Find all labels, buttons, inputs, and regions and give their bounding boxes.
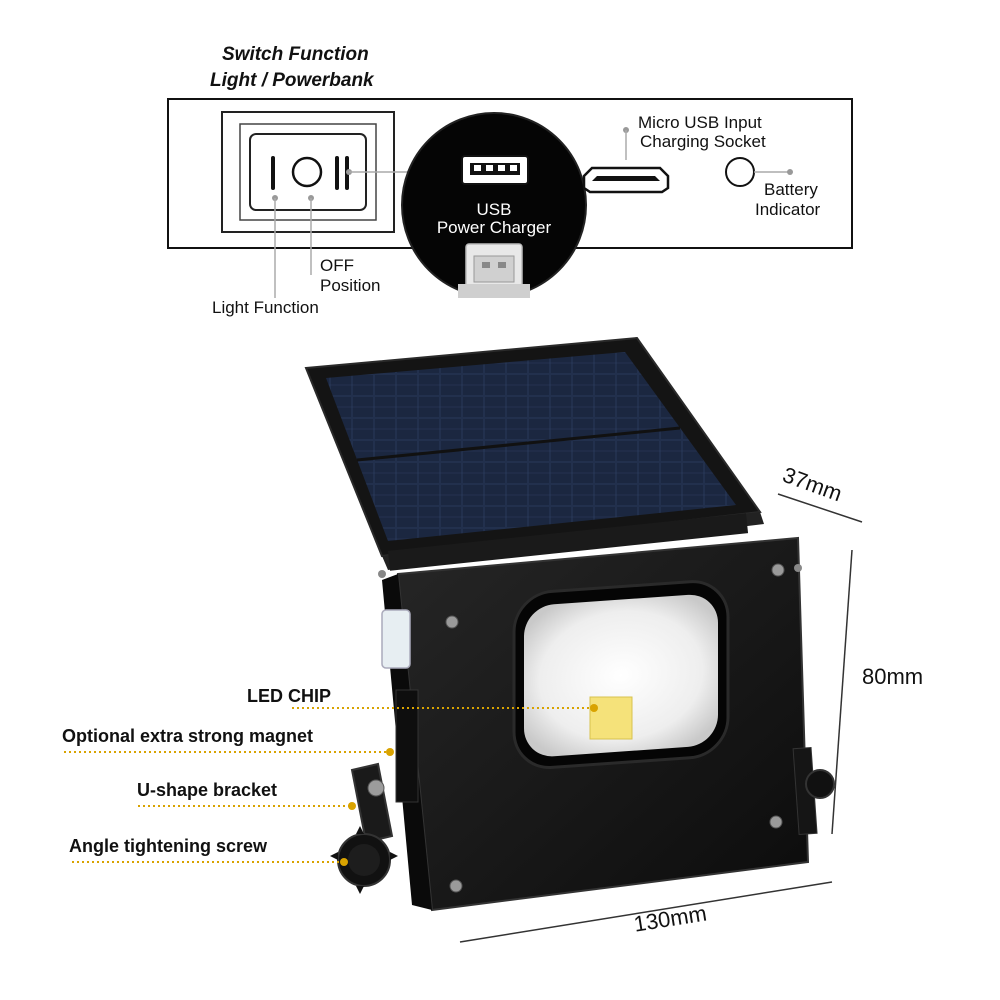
usb-label-line2: Power Charger <box>436 218 552 237</box>
u-shape-bracket <box>350 762 394 844</box>
body-screw <box>445 615 459 629</box>
dimension-height-label: 80mm <box>862 664 924 689</box>
switch-off-mark <box>291 156 323 188</box>
micro-usb-label-line2: Charging Socket <box>640 132 766 151</box>
switch-panel-drawing <box>167 98 853 298</box>
dimension-line-height <box>831 549 853 835</box>
off-label-line1: OFF <box>320 256 354 275</box>
led-lens <box>524 594 718 757</box>
dimension-line-width <box>459 881 833 943</box>
side-button <box>381 609 411 669</box>
body-screw <box>771 563 785 577</box>
angle-tightening-knob <box>330 826 398 894</box>
callout-magnet: Optional extra strong magnet <box>62 726 314 746</box>
off-label-line2: Position <box>320 276 381 295</box>
right-knob <box>805 769 835 799</box>
switch-function-title: Switch Function <box>222 44 369 65</box>
callout-screw: Angle tightening screw <box>69 836 268 856</box>
dimension-line-depth <box>777 493 863 523</box>
light-function-label: Light Function <box>212 298 319 317</box>
callout-led-chip: LED CHIP <box>247 686 332 706</box>
body-screw <box>769 815 783 829</box>
callout-bracket: U-shape bracket <box>137 780 278 800</box>
usb-label-line1: USB <box>476 200 512 219</box>
micro-usb-label-line1: Micro USB Input <box>638 113 762 132</box>
led-chip <box>589 696 633 740</box>
switch-function-subtitle: Light / Powerbank <box>210 70 374 91</box>
battery-label-line2: Indicator <box>755 200 821 219</box>
solar-hinge <box>387 513 749 571</box>
body-screw <box>449 879 463 893</box>
battery-label-line1: Battery <box>764 180 818 199</box>
solar-panel-cells <box>326 352 736 541</box>
